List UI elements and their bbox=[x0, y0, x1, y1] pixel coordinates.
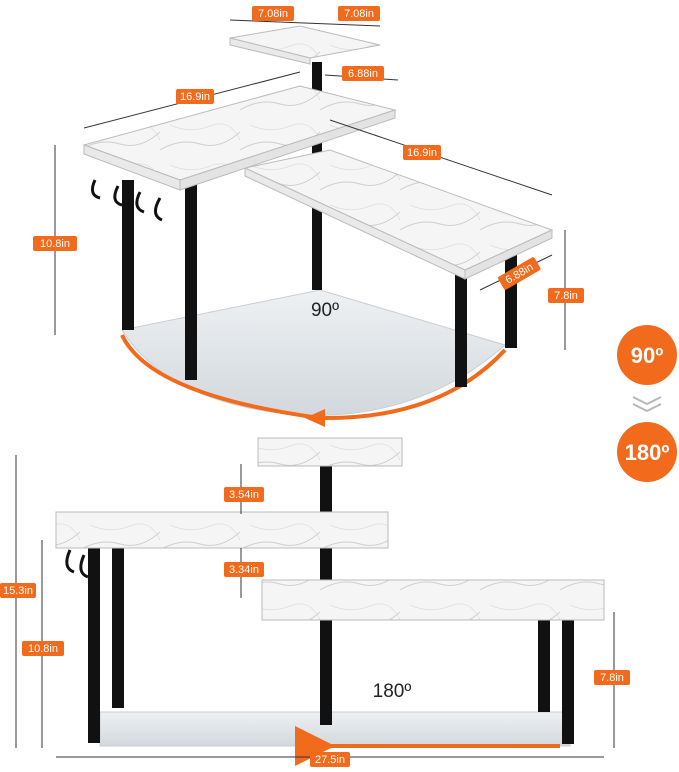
dim-label-middle-gap: 3.34in bbox=[224, 562, 264, 577]
lower-shelf bbox=[261, 579, 605, 621]
badge-90: 90º bbox=[617, 325, 677, 385]
svg-text:10.8in: 10.8in bbox=[40, 238, 70, 250]
top-shelf bbox=[229, 25, 381, 59]
svg-text:6.88in: 6.88in bbox=[348, 68, 378, 80]
dim-label-lower-depth: 6.88in bbox=[498, 257, 541, 290]
dim-label-top-shelf-width: 7.08in bbox=[252, 6, 294, 21]
corner-shelf-90-diagram: 7.08in 7.08in 6.88in 16.9in 16.9in 10.8i… bbox=[33, 6, 584, 427]
badge-180: 180º bbox=[617, 422, 677, 482]
svg-text:7.08in: 7.08in bbox=[258, 8, 288, 20]
svg-text:180º: 180º bbox=[625, 440, 670, 465]
svg-text:16.9in: 16.9in bbox=[407, 147, 437, 159]
top-shelf bbox=[257, 437, 403, 467]
dim-label-lower-height: 7.8in bbox=[548, 288, 584, 303]
center-pole bbox=[320, 466, 332, 520]
dim-label-lower-length: 16.9in bbox=[403, 145, 441, 160]
leg bbox=[112, 548, 124, 708]
angle-label-90: 90º bbox=[311, 300, 339, 321]
floor-area-180 bbox=[99, 711, 571, 747]
leg bbox=[505, 240, 517, 348]
dim-label-top-gap: 3.54in bbox=[224, 487, 264, 502]
svg-text:7.08in: 7.08in bbox=[344, 8, 374, 20]
corner-shelf-180-diagram: 3.54in 3.34in 15.3in 10.8in 7.8in 27.5in… bbox=[0, 437, 630, 767]
hooks bbox=[90, 179, 163, 222]
svg-text:15.3in: 15.3in bbox=[3, 585, 33, 597]
dim-label-middle-length: 16.9in bbox=[176, 89, 214, 104]
lower-shelf-front bbox=[244, 167, 466, 280]
leg bbox=[185, 180, 197, 380]
svg-text:10.8in: 10.8in bbox=[28, 643, 58, 655]
middle-shelf-side bbox=[179, 109, 396, 191]
middle-shelf bbox=[55, 511, 389, 549]
leg bbox=[320, 620, 332, 725]
leg bbox=[122, 180, 134, 330]
chevron-down-icon bbox=[632, 396, 662, 413]
svg-text:16.9in: 16.9in bbox=[180, 91, 210, 103]
svg-text:3.34in: 3.34in bbox=[229, 564, 259, 576]
dim-label-total-height: 15.3in bbox=[0, 583, 36, 598]
angle-label-180: 180º bbox=[373, 681, 412, 702]
dim-label-total-width: 27.5in bbox=[310, 752, 350, 767]
dim-label-top-shelf-depth: 7.08in bbox=[338, 6, 380, 21]
dim-label-top-shelf-side: 6.88in bbox=[342, 66, 384, 81]
leg bbox=[562, 620, 574, 744]
top-shelf-front bbox=[229, 37, 311, 65]
svg-text:7.8in: 7.8in bbox=[554, 290, 578, 302]
svg-text:27.5in: 27.5in bbox=[315, 754, 345, 766]
svg-text:3.54in: 3.54in bbox=[229, 489, 259, 501]
leg bbox=[88, 548, 100, 743]
dim-label-middle-height: 10.8in bbox=[22, 641, 64, 656]
dim-label-total-height: 10.8in bbox=[33, 236, 77, 251]
leg bbox=[455, 262, 467, 387]
leg bbox=[312, 185, 322, 290]
svg-text:90º: 90º bbox=[631, 343, 664, 368]
center-pole bbox=[312, 62, 322, 107]
hooks bbox=[65, 549, 89, 579]
rotation-arrow-90 bbox=[305, 409, 325, 427]
leg bbox=[538, 620, 550, 712]
dim-label-lower-height: 7.8in bbox=[594, 670, 630, 685]
svg-text:7.8in: 7.8in bbox=[600, 672, 624, 684]
